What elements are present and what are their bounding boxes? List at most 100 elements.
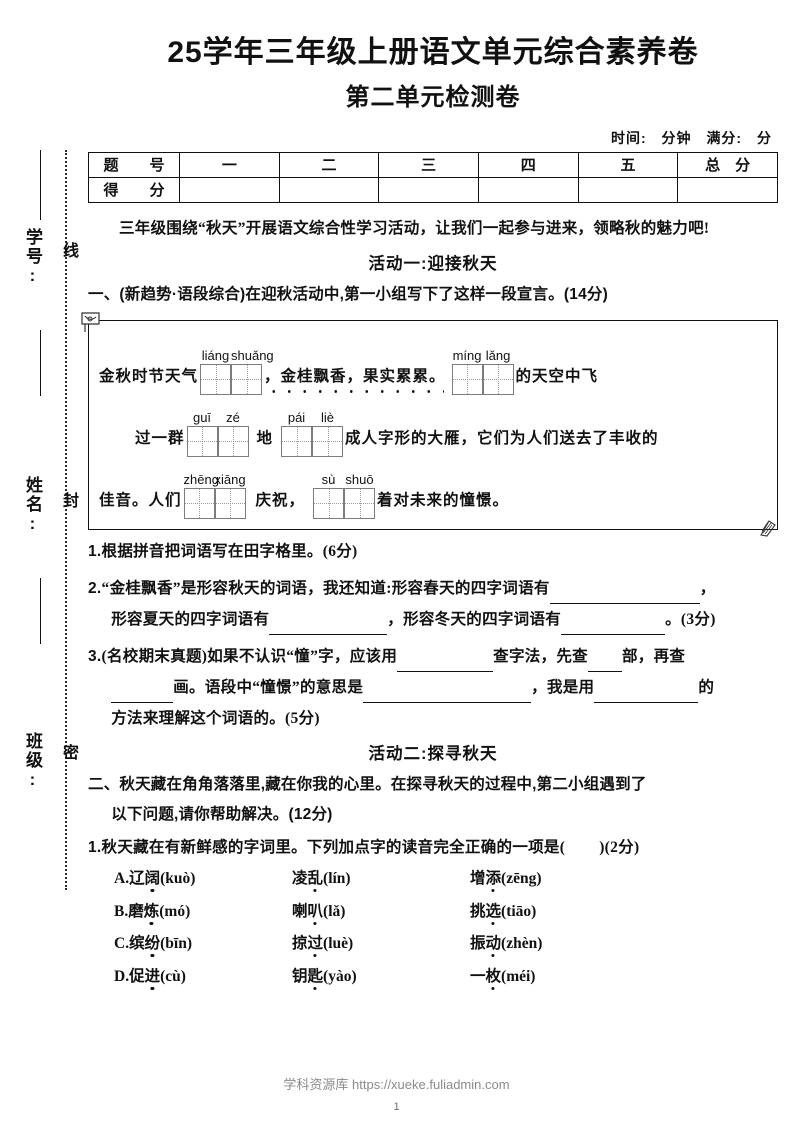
- choice-word: 一: [470, 967, 486, 985]
- tianzige-grid[interactable]: [313, 487, 376, 519]
- score-cell-2[interactable]: [278, 176, 380, 203]
- tianzige-cell[interactable]: [217, 425, 249, 457]
- tianzige-cell[interactable]: [231, 363, 263, 395]
- choice-a-item-2: 凌乱(lín): [292, 863, 470, 896]
- seal-char-mi: 密: [60, 744, 77, 760]
- choice-pinyin: (cù): [160, 967, 186, 985]
- choice-pinyin: (lǎ): [323, 902, 346, 920]
- tianzige-cell[interactable]: [183, 487, 215, 519]
- sub-question-2-part5: 。(3分): [665, 610, 716, 628]
- dotted-char: 匙: [307, 967, 324, 985]
- activity2-q1-text: 秋天藏在有新鲜感的字词里。下列加点字的读音完全正确的一项是(: [101, 839, 566, 857]
- score-table: 题 号 一 二 三 四 五 总 分 得 分: [88, 151, 778, 203]
- question-2-line1: 二、秋天藏在角角落落里,藏在你我的心里。在探寻秋天的过程中,第二小组遇到了: [88, 775, 647, 793]
- score-cell-total[interactable]: [677, 176, 778, 203]
- sub-question-3-part2: 查字法，先查: [493, 647, 588, 665]
- passage-line3-mid: 庆祝，: [255, 491, 306, 509]
- answer-blank[interactable]: [363, 686, 532, 703]
- sub-question-2-part4: ，形容冬天的四字词语有: [387, 610, 562, 628]
- answer-choice-blank[interactable]: [565, 847, 599, 863]
- activity2-q1-number: 1.: [88, 839, 102, 857]
- exam-meta-line: 时间: 分钟 满分: 分: [88, 128, 778, 148]
- tianzige-cell[interactable]: [186, 425, 218, 457]
- answer-blank[interactable]: [594, 686, 699, 703]
- col-header-4: 四: [477, 151, 579, 178]
- answer-blank[interactable]: [561, 618, 666, 635]
- dotted-char: 炼: [143, 902, 160, 920]
- answer-blank[interactable]: [111, 686, 174, 703]
- sub-question-2-part1: “金桂飘香”是形容秋天的词语，我还知道:形容春天的四字词语有: [101, 579, 550, 597]
- tianzige-cell[interactable]: [281, 425, 313, 457]
- tianzige-grid[interactable]: [200, 363, 263, 395]
- choice-word: 磨: [128, 902, 144, 920]
- tianzige-cell[interactable]: [214, 487, 246, 519]
- dotted-char: 阔: [144, 870, 161, 888]
- page-subtitle: 第二单元检测卷: [345, 83, 521, 111]
- choice-row-a[interactable]: A.辽阔(kuò) 凌乱(lín) 增添(zēng): [88, 863, 778, 896]
- passage-line2-mid: 地: [256, 429, 274, 447]
- score-cell-3[interactable]: [378, 176, 479, 203]
- page-number: 1: [393, 1101, 400, 1113]
- sub-question-3-part5: ，我是用: [531, 678, 595, 696]
- tianzige-grid[interactable]: [281, 425, 344, 457]
- page-title: 25学年三年级上册语文单元综合素养卷: [167, 36, 699, 69]
- choice-row-c[interactable]: C.缤纷(bīn) 掠过(luè) 振动(zhèn): [88, 928, 778, 961]
- table-row-scores: 得 分: [88, 176, 778, 203]
- tianzige-cell[interactable]: [313, 487, 345, 519]
- answer-blank[interactable]: [269, 618, 388, 635]
- pinyin-syllable: shuō: [345, 471, 374, 487]
- passage-line1-suffix: 的天空中飞: [515, 367, 599, 385]
- sub-question-1-text: 根据拼音把词语写在田字格里。(6分): [101, 542, 358, 560]
- seal-label-name: 姓名:: [23, 476, 42, 535]
- choice-pinyin: (tiāo): [501, 902, 537, 920]
- dotted-char: 枚: [485, 967, 502, 985]
- choice-b-label: B.: [114, 902, 129, 920]
- passage-line3-prefix: 佳音。人们: [99, 491, 182, 509]
- seal-rule: [40, 150, 41, 220]
- sub-question-3-number: 3.: [88, 647, 102, 665]
- sub-question-3-part3: 部，再查: [621, 647, 686, 665]
- tianzige-cell[interactable]: [200, 363, 232, 395]
- choice-row-b[interactable]: B.磨炼(mó) 喇叭(lǎ) 挑选(tiāo): [88, 896, 778, 929]
- score-cell-4[interactable]: [477, 176, 579, 203]
- tianzige-cell[interactable]: [482, 363, 514, 395]
- answer-blank[interactable]: [549, 587, 700, 604]
- tianzige-cell[interactable]: [312, 425, 344, 457]
- choice-a-item-3: 增添(zēng): [470, 863, 648, 896]
- tianzige-grid[interactable]: [183, 487, 246, 519]
- pinyin-syllable: lǎng: [485, 347, 511, 363]
- pinyin-syllable: zhēng: [183, 471, 219, 487]
- pinyin-syllable: zé: [226, 409, 240, 425]
- choice-b-item-1: B.磨炼(mó): [114, 896, 292, 929]
- pinyin-syllable: liáng: [201, 347, 230, 363]
- score-cell-1[interactable]: [179, 176, 280, 203]
- seal-rule: [40, 578, 41, 644]
- footer-watermark: 学科资源库 https://xueke.fuliadmin.com: [283, 1077, 510, 1092]
- choice-row-d[interactable]: D.促进(cù) 钥匙(yào) 一枚(méi): [88, 961, 778, 994]
- score-unit: 分: [757, 129, 772, 146]
- choice-pinyin: (zhèn): [501, 935, 543, 953]
- activity-2-heading: 活动二:探寻秋天: [368, 744, 498, 763]
- choice-d-item-1: D.促进(cù): [114, 961, 292, 994]
- tianzige-cell[interactable]: [344, 487, 376, 519]
- tianzige-grid[interactable]: [186, 425, 249, 457]
- tianzige-grid[interactable]: [451, 363, 514, 395]
- sub-question-2: 2.“金桂飘香”是形容秋天的词语，我还知道:形容春天的四字词语有， 形容夏天的四…: [88, 573, 778, 635]
- answer-blank[interactable]: [397, 655, 494, 672]
- tianzige-cell[interactable]: [451, 363, 483, 395]
- choice-word: 挑: [470, 902, 486, 920]
- answer-blank[interactable]: [587, 655, 622, 672]
- score-cell-5[interactable]: [577, 176, 679, 203]
- sub-question-3-line2: 画。语段中“憧憬”的意思是，我是用的: [88, 672, 778, 703]
- sub-question-2-number: 2.: [88, 579, 102, 597]
- choice-pinyin: (lín): [323, 870, 351, 888]
